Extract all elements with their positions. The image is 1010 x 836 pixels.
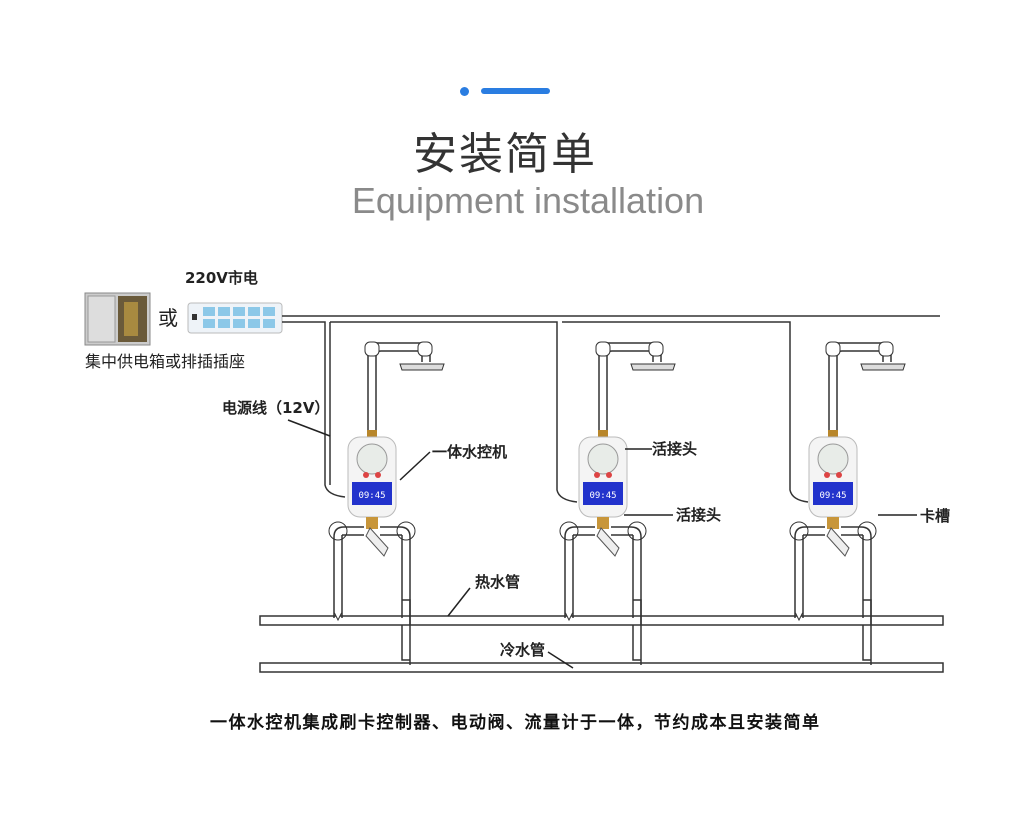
hot-pipe-label: 热水管 bbox=[475, 573, 520, 591]
power-strip bbox=[187, 302, 283, 334]
socket bbox=[218, 307, 230, 316]
card-slot-label: 卡槽 bbox=[920, 507, 950, 525]
shower-pipe bbox=[367, 342, 431, 435]
cold-pipe-label: 冷水管 bbox=[500, 641, 545, 659]
union-bottom-label: 活接头 bbox=[676, 506, 721, 524]
lcd-display bbox=[583, 482, 623, 505]
accent-bar bbox=[481, 88, 550, 94]
accent-dot bbox=[460, 87, 469, 96]
hot-water-pipe bbox=[259, 615, 944, 626]
socket bbox=[248, 319, 260, 328]
power-distribution-box bbox=[84, 292, 151, 346]
socket bbox=[233, 307, 245, 316]
socket bbox=[203, 319, 215, 328]
shower-head bbox=[630, 363, 676, 371]
socket bbox=[248, 307, 260, 316]
socket bbox=[203, 307, 215, 316]
meter-dial bbox=[587, 443, 619, 475]
shower-pipe bbox=[598, 342, 662, 435]
valve-handle bbox=[826, 527, 850, 557]
cable-leader bbox=[287, 419, 331, 437]
valve-handle bbox=[596, 527, 620, 557]
water-control-unit: 09:45 bbox=[559, 341, 676, 665]
hot-pipe-leader bbox=[447, 587, 471, 617]
meter-dial bbox=[817, 443, 849, 475]
power-wire bbox=[282, 315, 940, 503]
shower-pipe bbox=[828, 342, 892, 435]
shower-head bbox=[399, 363, 445, 371]
union-top-label: 活接头 bbox=[652, 440, 697, 458]
lcd-time: 09:45 bbox=[589, 491, 616, 501]
socket bbox=[218, 319, 230, 328]
power-cable-label: 电源线（12V） bbox=[222, 399, 329, 417]
power-label: 220V市电 bbox=[185, 269, 258, 287]
unit-leader bbox=[399, 451, 431, 481]
power-source-label: 集中供电箱或排插插座 bbox=[85, 352, 245, 371]
page-subtitle: Equipment installation bbox=[351, 180, 705, 221]
connection-pipes bbox=[794, 526, 872, 665]
lcd-time: 09:45 bbox=[819, 491, 846, 501]
diagram-caption: 一体水控机集成刷卡控制器、电动阀、流量计于一体，节约成本且安装简单 bbox=[210, 712, 821, 733]
connection-pipes bbox=[564, 526, 642, 665]
shower-head bbox=[860, 363, 906, 371]
connection-pipes bbox=[333, 526, 411, 665]
unit-label: 一体水控机 bbox=[432, 443, 507, 461]
water-control-unit: 09:45 bbox=[789, 341, 906, 665]
or-label: 或 bbox=[158, 306, 178, 330]
cold-pipe-leader bbox=[547, 651, 574, 669]
lcd-display bbox=[352, 482, 392, 505]
page-title: 安装简单 bbox=[413, 129, 597, 180]
socket bbox=[263, 319, 275, 328]
lcd-display bbox=[813, 482, 853, 505]
valve-handle bbox=[365, 527, 389, 557]
socket bbox=[233, 319, 245, 328]
water-control-unit: 09:45 bbox=[328, 341, 445, 665]
socket bbox=[263, 307, 275, 316]
lcd-time: 09:45 bbox=[358, 491, 385, 501]
cold-water-pipe bbox=[259, 662, 944, 673]
meter-dial bbox=[356, 443, 388, 475]
